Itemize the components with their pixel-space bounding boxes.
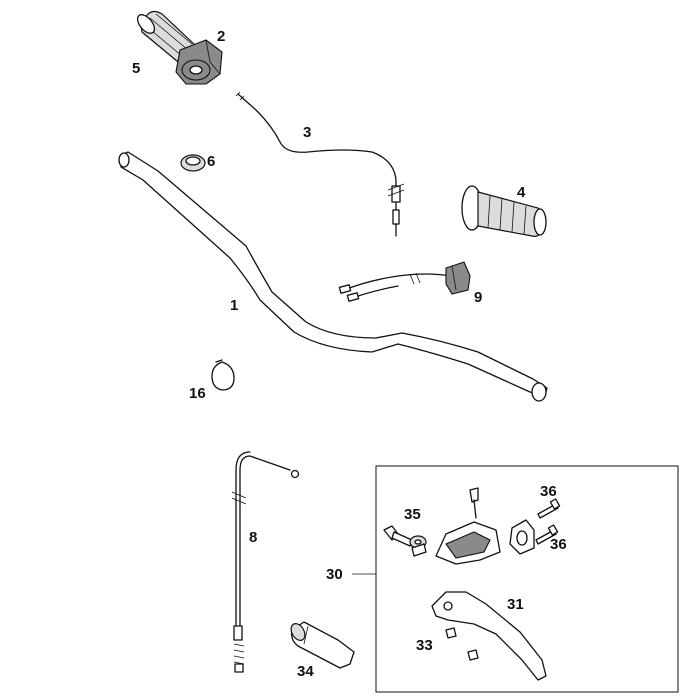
clutch-cable-part-8[interactable]	[231, 451, 300, 673]
clamp-part-16[interactable]	[211, 359, 235, 391]
bolt-part-35[interactable]	[383, 525, 427, 557]
kill-switch-part-9[interactable]	[338, 261, 471, 302]
throttle-cable-part-3[interactable]	[235, 91, 405, 237]
callout-5: 5	[132, 60, 140, 77]
callout-30: 30	[326, 566, 343, 583]
callout-16: 16	[189, 385, 206, 402]
bushing-part-6[interactable]	[180, 154, 206, 172]
callout-3: 3	[303, 124, 311, 141]
boot-part-34[interactable]	[288, 621, 355, 669]
callout-1: 1	[230, 297, 238, 314]
callout-33: 33	[416, 637, 433, 654]
callout-31: 31	[507, 596, 524, 613]
nut-part-33[interactable]	[445, 627, 479, 661]
throttle-housing-part-5[interactable]	[175, 39, 223, 85]
screw-part-36-upper[interactable]	[537, 498, 561, 519]
callout-36-lower: 36	[550, 536, 567, 553]
lever-assembly-frame	[375, 465, 679, 693]
callout-35: 35	[404, 506, 421, 523]
callout-36-upper: 36	[540, 483, 557, 500]
screw-part-36-lower[interactable]	[535, 524, 559, 545]
lever-perch[interactable]	[435, 487, 535, 565]
callout-6: 6	[207, 153, 215, 170]
callout-8: 8	[249, 529, 257, 546]
handlebar-part-1[interactable]	[118, 151, 548, 402]
callout-4: 4	[517, 184, 526, 201]
left-grip-part-4[interactable]	[461, 185, 547, 237]
callout-9: 9	[474, 289, 482, 306]
callout-2: 2	[217, 28, 225, 45]
callout-34: 34	[297, 663, 314, 680]
clutch-lever-part-31[interactable]	[431, 591, 547, 681]
